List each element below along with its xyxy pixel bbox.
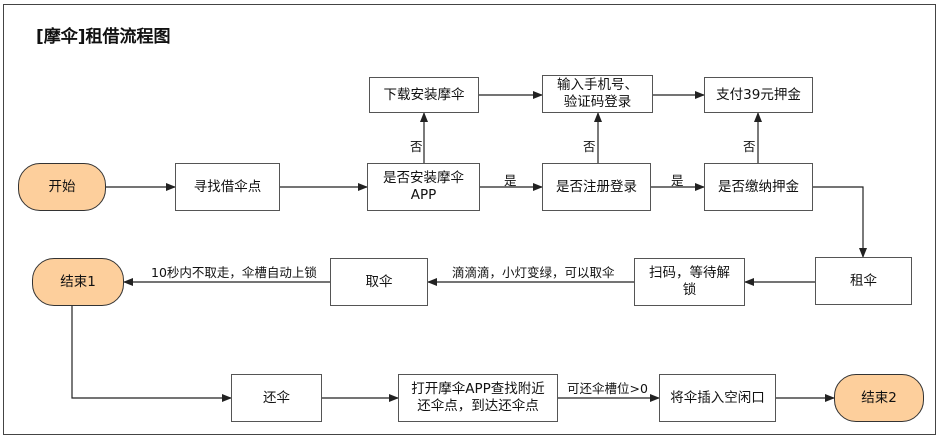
node-pay-deposit: 支付39元押金 <box>704 77 813 113</box>
label-no-registered: 否 <box>583 139 596 154</box>
node-return-umbrella: 还伞 <box>231 374 322 422</box>
node-rent-umbrella: 租伞 <box>815 257 912 305</box>
node-check-app: 是否安装摩伞 APP <box>367 163 480 211</box>
label-lock-note: 10秒内不取走，伞槽自动上锁 <box>151 265 317 280</box>
diagram-title: [摩伞]租借流程图 <box>36 27 171 47</box>
diagram-frame <box>3 4 936 435</box>
edge-checkdeposit-rent <box>813 186 867 258</box>
node-start: 开始 <box>18 163 106 211</box>
node-take-umbrella: 取伞 <box>330 258 428 306</box>
node-end-1: 结束1 <box>32 258 124 306</box>
node-end-2: 结束2 <box>834 374 924 422</box>
label-scan-note: 滴滴滴，小灯变绿，可以取伞 <box>452 265 615 280</box>
label-yes-registered: 是 <box>671 173 684 188</box>
node-phone-login: 输入手机号、 验证码登录 <box>542 75 653 113</box>
label-yes-app: 是 <box>504 173 517 188</box>
label-no-app: 否 <box>410 139 423 154</box>
node-find-return-point: 打开摩伞APP查找附近 还伞点，到达还伞点 <box>398 374 558 422</box>
node-download-app: 下载安装摩伞 <box>369 77 479 113</box>
node-find-station: 寻找借伞点 <box>175 163 280 211</box>
node-insert-slot: 将伞插入空闲口 <box>659 374 776 422</box>
node-check-deposit: 是否缴纳押金 <box>704 163 813 211</box>
node-scan-unlock: 扫码，等待解 锁 <box>634 258 745 306</box>
node-check-registered: 是否注册登录 <box>542 163 651 211</box>
label-slot-note: 可还伞槽位>0 <box>567 381 648 396</box>
edge-end1-return <box>71 306 232 402</box>
label-no-deposit: 否 <box>743 139 756 154</box>
